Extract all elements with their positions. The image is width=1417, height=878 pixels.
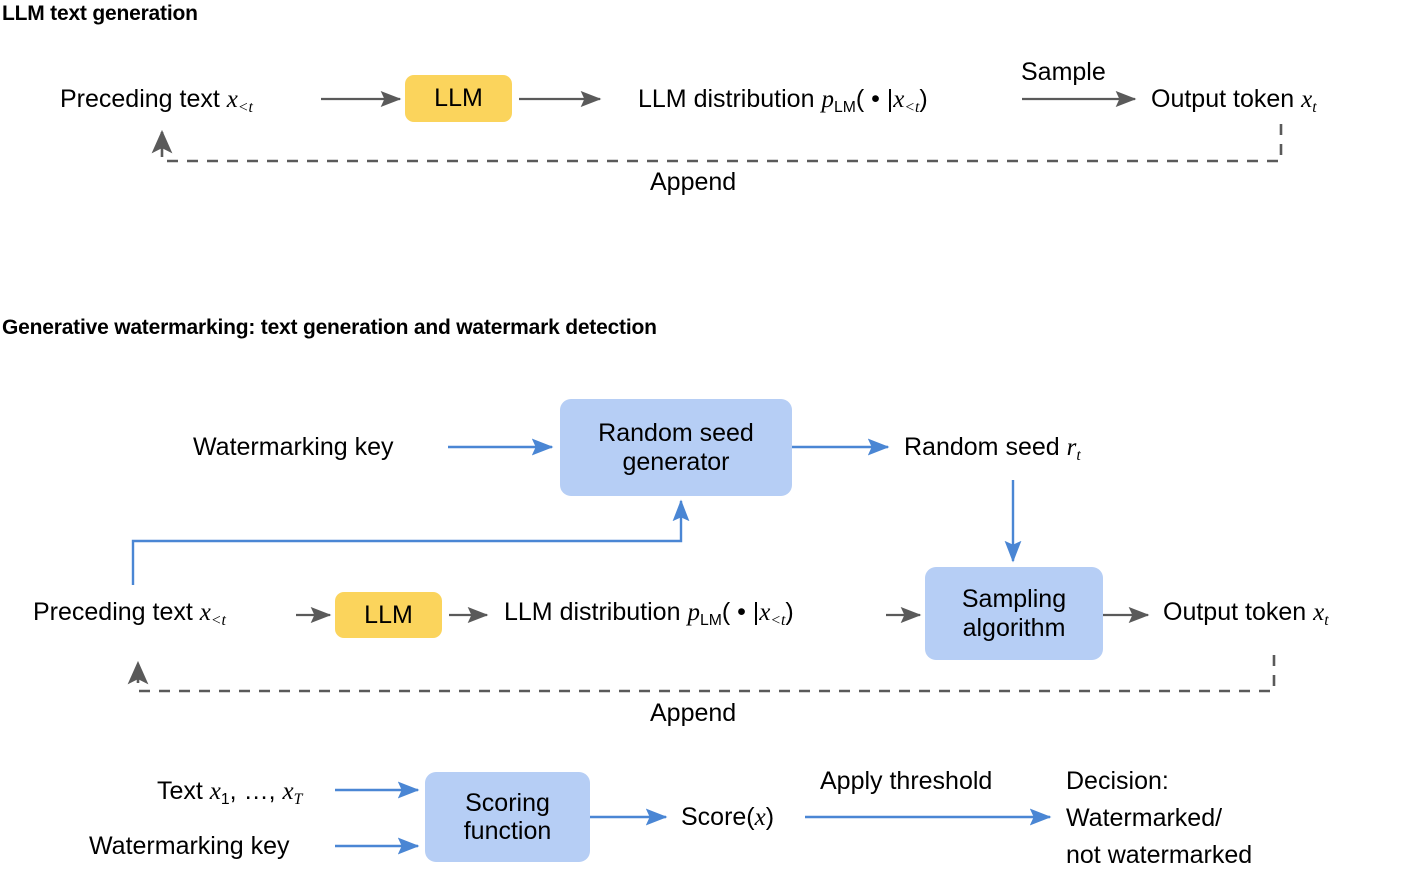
node-scoring-function-line1: Scoring [465, 788, 550, 817]
node-random-seed-text: Random seed [904, 433, 1067, 461]
node-llm-box-2-label: LLM [364, 600, 413, 629]
node-decision-line1: Decision: [1066, 767, 1169, 795]
node-random-seed-generator: Random seed generator [560, 399, 792, 496]
node-llm-box-2: LLM [335, 592, 442, 638]
node-detection-watermarking-key: Watermarking key [89, 832, 290, 860]
edge-label-append-1: Append [650, 168, 737, 196]
edge-label-append-2: Append [650, 699, 737, 727]
node-score: Score(x) [681, 803, 775, 831]
edge-label-apply-threshold: Apply threshold [820, 767, 993, 795]
arrow-append-1 [151, 124, 1283, 163]
node-watermarking-key-gen: Watermarking key [193, 433, 394, 461]
node-output-token-2-text: Output token [1163, 598, 1314, 626]
section-title-generative-watermarking: Generative watermarking: text generation… [2, 316, 657, 339]
node-llm-distribution-1-text: LLM distribution [638, 85, 822, 113]
node-detection-text-input: Text x1, …, xT [157, 777, 303, 809]
node-detection-text-input-text: Text [157, 777, 210, 805]
node-sampling-algorithm-line2: algorithm [962, 613, 1066, 642]
node-random-seed-generator-line2: generator [622, 447, 730, 476]
node-scoring-function-line2: function [463, 817, 552, 845]
node-preceding-text-2: Preceding text x<t [33, 598, 226, 630]
node-sampling-algorithm-line1: Sampling [961, 585, 1067, 613]
node-output-token-1-text: Output token [1151, 85, 1302, 113]
node-sampling-algorithm: Sampling algorithm [925, 567, 1103, 660]
node-llm-box-1-label: LLM [434, 84, 483, 113]
node-llm-distribution-1: LLM distribution pLM( • |x<t) [638, 85, 928, 117]
node-llm-distribution-2-text: LLM distribution [504, 598, 688, 626]
edge-label-sample: Sample [1021, 58, 1106, 86]
node-random-seed: Random seed rt [904, 433, 1081, 465]
node-llm-distribution-2: LLM distribution pLM( • |x<t) [504, 598, 794, 630]
arrow-preceding-to-seed-generator [131, 499, 690, 585]
section-title-llm-text-generation: LLM text generation [2, 2, 198, 25]
node-decision-line3: not watermarked [1066, 841, 1253, 869]
arrow-append-2 [127, 655, 1276, 693]
node-random-seed-generator-line1: Random seed [598, 419, 754, 447]
node-output-token-1: Output token xt [1151, 85, 1317, 117]
node-preceding-text-2-text: Preceding text [33, 598, 200, 626]
node-decision-line2: Watermarked/ [1066, 804, 1223, 832]
node-preceding-text-1: Preceding text x<t [60, 85, 253, 117]
node-scoring-function: Scoring function [425, 772, 590, 862]
node-score-text: Score( [681, 803, 755, 831]
node-output-token-2: Output token xt [1163, 598, 1329, 630]
node-preceding-text-1-text: Preceding text [60, 85, 227, 113]
node-llm-box-1: LLM [405, 75, 512, 122]
